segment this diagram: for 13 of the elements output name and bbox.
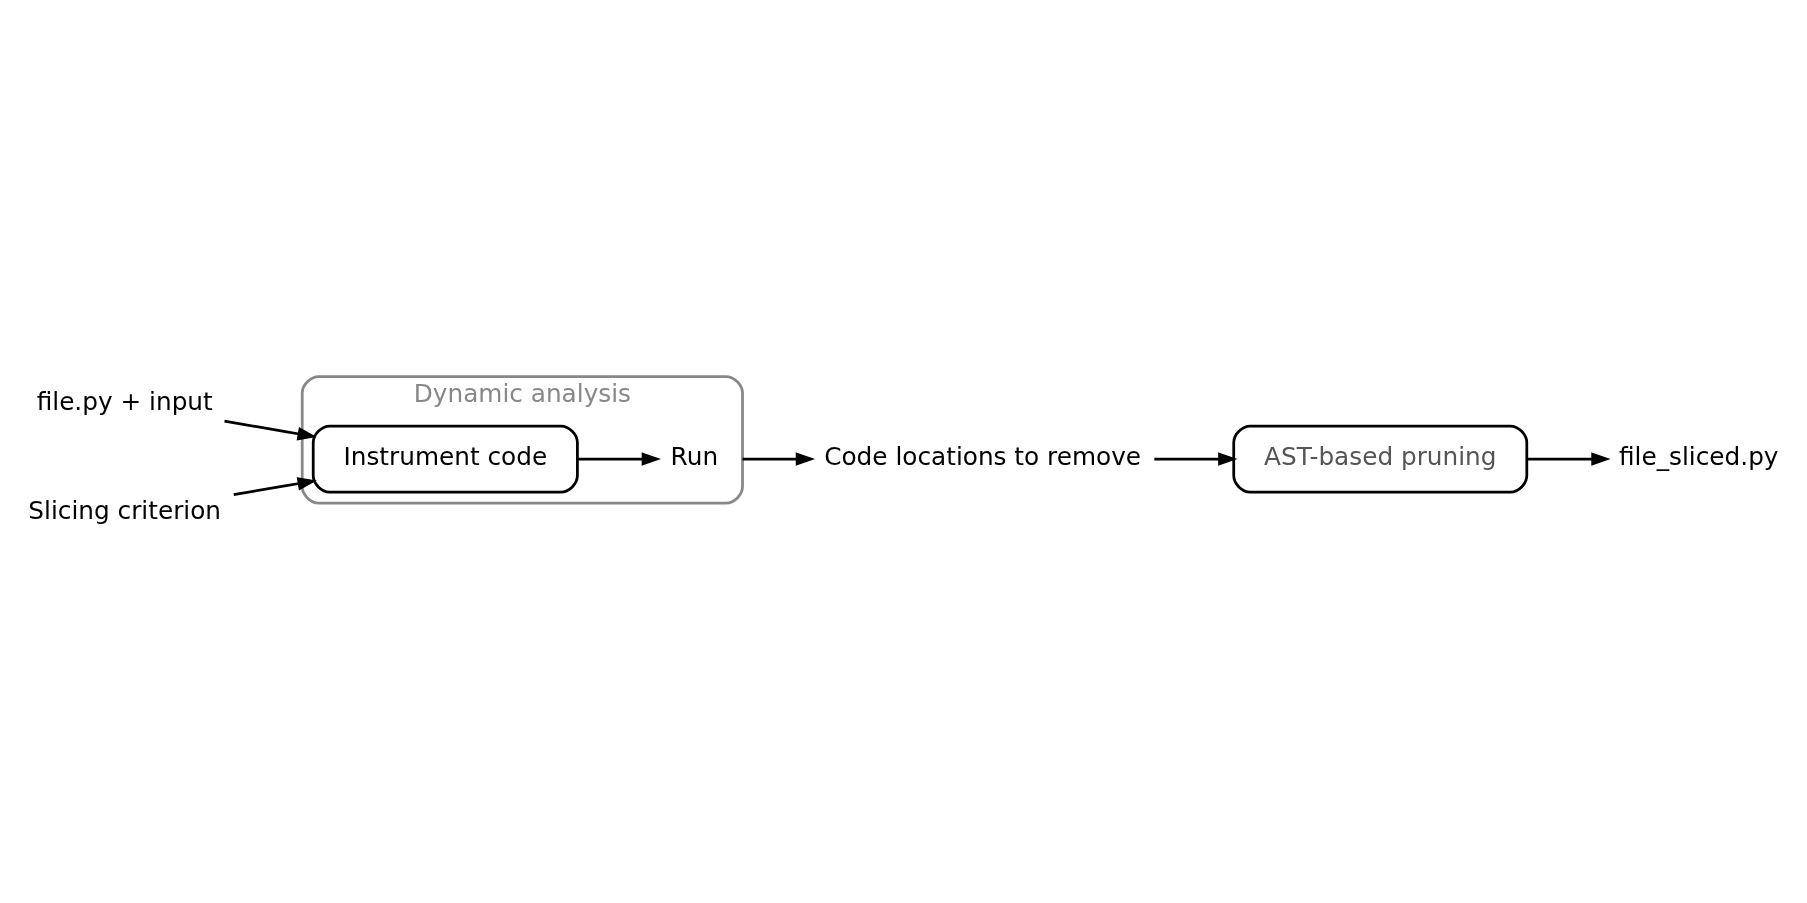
node-box: Instrument code <box>311 424 579 494</box>
node-text: Run <box>670 442 719 472</box>
arrow <box>742 452 816 466</box>
node-text: file_sliced.py <box>1619 442 1779 472</box>
arrow <box>233 477 317 496</box>
arrow <box>1154 452 1238 466</box>
node-text: file.py + input <box>36 387 213 417</box>
arrow <box>1527 452 1611 466</box>
node-text: Slicing criterion <box>28 495 222 525</box>
node-box: AST-based pruning <box>1232 424 1529 494</box>
node-text: Code locations to remove <box>824 442 1142 472</box>
arrow <box>224 419 317 441</box>
arrow <box>577 452 661 466</box>
